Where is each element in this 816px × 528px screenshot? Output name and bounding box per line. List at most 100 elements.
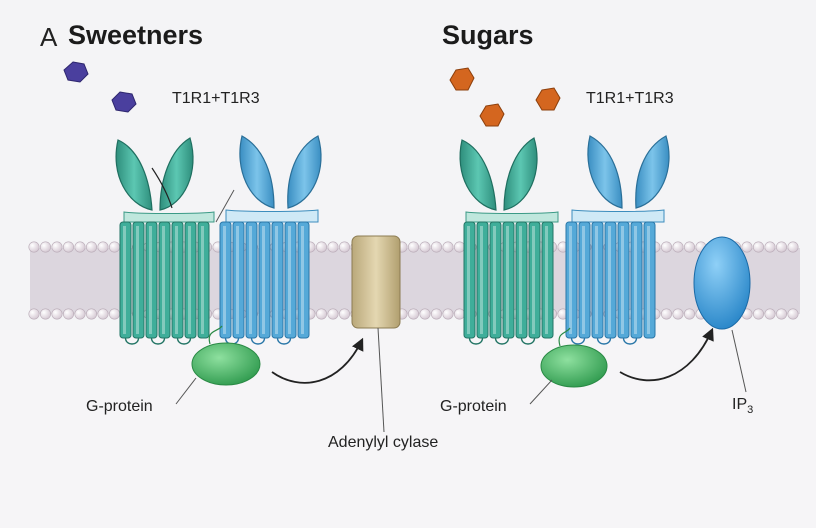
lipid-head bbox=[764, 241, 776, 253]
ip3-label-main: IP bbox=[732, 396, 748, 413]
lipid-head bbox=[672, 308, 684, 320]
leader-gprotein-right bbox=[529, 379, 553, 405]
lipid-head bbox=[51, 241, 63, 253]
helix-highlight bbox=[467, 226, 470, 334]
t1r1-transmembrane-left bbox=[119, 221, 210, 345]
helix-highlight bbox=[532, 226, 535, 334]
sugar-molecule-icon bbox=[535, 87, 561, 111]
lipid-head bbox=[787, 241, 799, 253]
helix-loop bbox=[176, 337, 192, 345]
helix-highlight bbox=[149, 226, 152, 334]
sugar-molecule-icon bbox=[479, 103, 505, 127]
lipid-head bbox=[775, 308, 787, 320]
lipid-head bbox=[660, 241, 672, 253]
sweetener-molecule-icon bbox=[63, 61, 89, 83]
helix-loop bbox=[276, 337, 292, 345]
receptor-label-right: T1R1+T1R3 bbox=[586, 90, 674, 107]
helix-highlight bbox=[288, 226, 291, 334]
helix-highlight bbox=[493, 226, 496, 334]
t1r1-transmembrane-right bbox=[463, 221, 554, 345]
lipid-head bbox=[62, 241, 74, 253]
lipid-head bbox=[683, 308, 695, 320]
helix-loop bbox=[494, 337, 510, 345]
helix-loop bbox=[468, 337, 484, 345]
lipid-head bbox=[315, 308, 327, 320]
lipid-head bbox=[419, 241, 431, 253]
g-protein-left bbox=[191, 342, 261, 386]
lipid-head bbox=[672, 241, 684, 253]
helix-highlight bbox=[608, 226, 611, 334]
helix-highlight bbox=[647, 226, 650, 334]
lipid-head bbox=[741, 241, 753, 253]
helix-highlight bbox=[634, 226, 637, 334]
lipid-head bbox=[315, 241, 327, 253]
receptor-right bbox=[459, 135, 670, 345]
arrow-gprotein-to-adenylyl bbox=[271, 337, 364, 384]
lipid-head bbox=[97, 241, 109, 253]
transmembrane-helix bbox=[643, 221, 656, 339]
lipid-head bbox=[109, 241, 121, 253]
helix-highlight bbox=[162, 226, 165, 334]
helix-highlight bbox=[480, 226, 483, 334]
t1r3-domain-right bbox=[587, 135, 670, 209]
helix-loop bbox=[250, 337, 266, 345]
helix-loop bbox=[622, 337, 638, 345]
lipid-head bbox=[39, 308, 51, 320]
adenylyl-cyclase-label: Adenylyl cylase bbox=[328, 434, 439, 451]
cell-membrane bbox=[30, 248, 800, 314]
t1r3-transmembrane-right bbox=[565, 221, 656, 345]
helix-loop bbox=[570, 337, 586, 345]
lipid-head bbox=[419, 308, 431, 320]
lipid-head bbox=[787, 308, 799, 320]
gprotein-label-left: G-protein bbox=[86, 398, 153, 415]
lipid-head bbox=[752, 308, 764, 320]
lipid-head bbox=[97, 308, 109, 320]
t1r3-domain-left bbox=[239, 135, 322, 209]
helix-highlight bbox=[545, 226, 548, 334]
helix-loop bbox=[124, 337, 140, 345]
helix-highlight bbox=[188, 226, 191, 334]
helix-highlight bbox=[569, 226, 572, 334]
lipid-head bbox=[86, 241, 98, 253]
helix-highlight bbox=[621, 226, 624, 334]
lipid-head bbox=[39, 241, 51, 253]
helix-highlight bbox=[595, 226, 598, 334]
lipid-head bbox=[453, 241, 465, 253]
lipid-head bbox=[442, 308, 454, 320]
ip3-label-subscript: 3 bbox=[747, 404, 754, 417]
lipid-head bbox=[74, 308, 86, 320]
lipid-head bbox=[453, 308, 465, 320]
transmembrane-helix bbox=[297, 221, 310, 339]
leader-adenylyl bbox=[377, 327, 385, 433]
ip3-molecule bbox=[693, 236, 751, 330]
gprotein-label-right: G-protein bbox=[440, 398, 507, 415]
helix-highlight bbox=[506, 226, 509, 334]
helix-highlight bbox=[223, 226, 226, 334]
cytoplasm-region bbox=[0, 330, 816, 528]
sweetener-molecule-icon bbox=[111, 91, 137, 113]
helix-highlight bbox=[123, 226, 126, 334]
helix-highlight bbox=[201, 226, 204, 334]
helix-highlight bbox=[136, 226, 139, 334]
transmembrane-helix bbox=[197, 221, 210, 339]
lipid-head bbox=[338, 241, 350, 253]
lipid-head bbox=[28, 308, 40, 320]
helix-highlight bbox=[175, 226, 178, 334]
panel-title-sugars: Sugars bbox=[442, 20, 534, 50]
t1r1-domain-right bbox=[459, 137, 538, 211]
leader-ip3 bbox=[731, 329, 747, 393]
helix-highlight bbox=[301, 226, 304, 334]
leader-gprotein-left bbox=[175, 377, 197, 405]
lipid-head bbox=[764, 308, 776, 320]
lipid-head bbox=[407, 241, 419, 253]
lipid-head bbox=[430, 241, 442, 253]
helix-highlight bbox=[262, 226, 265, 334]
receptor-label-left: T1R1+T1R3 bbox=[172, 90, 260, 107]
lipid-head bbox=[327, 308, 339, 320]
lipid-head bbox=[442, 241, 454, 253]
lipid-head bbox=[327, 241, 339, 253]
lipid-head bbox=[51, 308, 63, 320]
panel-letter: A bbox=[40, 22, 58, 52]
lipid-head bbox=[338, 308, 350, 320]
lipid-head bbox=[430, 308, 442, 320]
